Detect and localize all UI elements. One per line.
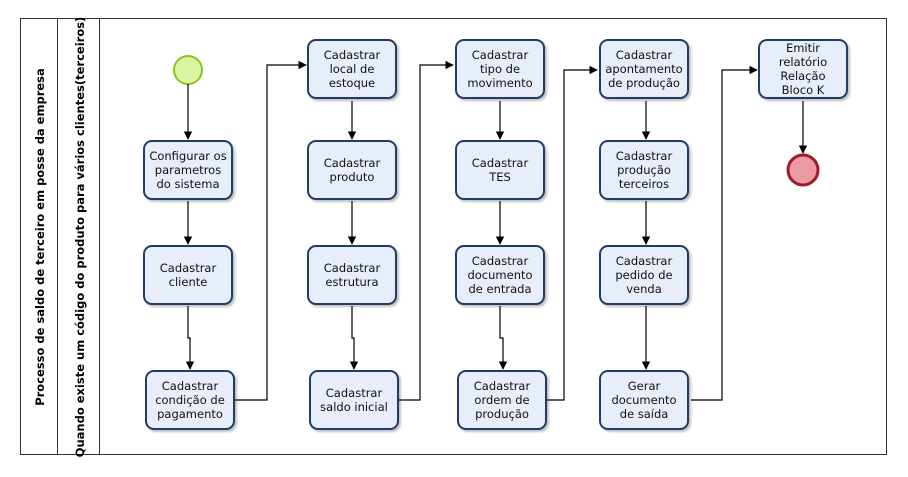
task-label: Emitir relatório Relação Bloco K: [778, 41, 828, 97]
task-label: Cadastrar local de estoque: [323, 48, 381, 90]
task-cadastrar-condicao-pagamento[interactable]: Cadastrar condição de pagamento: [145, 370, 235, 430]
flow-t6-t7: [349, 306, 359, 370]
flow-t15-t16: [691, 65, 758, 401]
task-label: Cadastrar tipo de movimento: [467, 48, 533, 90]
task-label: Cadastrar cliente: [159, 261, 217, 289]
task-cadastrar-saldo-inicial[interactable]: Cadastrar saldo inicial: [309, 370, 399, 430]
lane-header: [58, 18, 100, 455]
pool-header: [20, 18, 58, 455]
flow-t7-t8: [399, 60, 454, 401]
task-label: Cadastrar saldo inicial: [320, 386, 388, 414]
task-cadastrar-tipo-movimento[interactable]: Cadastrar tipo de movimento: [455, 39, 545, 99]
task-cadastrar-ordem-producao[interactable]: Cadastrar ordem de produção: [457, 370, 547, 430]
task-label: Cadastrar apontamento de produção: [605, 48, 683, 90]
flow-t3-t4: [235, 60, 307, 401]
task-label: Cadastrar condição de pagamento: [155, 379, 225, 421]
task-gerar-documento-saida[interactable]: Gerar documento de saída: [599, 370, 689, 430]
end-event: [786, 153, 820, 187]
task-cadastrar-producao-terceiros[interactable]: Cadastrar produção terceiros: [599, 140, 689, 200]
task-cadastrar-apontamento-producao[interactable]: Cadastrar apontamento de produção: [599, 39, 689, 99]
start-event: [173, 55, 203, 85]
task-cadastrar-produto[interactable]: Cadastrar produto: [307, 140, 397, 200]
task-cadastrar-cliente[interactable]: Cadastrar cliente: [143, 245, 233, 305]
task-cadastrar-pedido-venda[interactable]: Cadastrar pedido de venda: [599, 245, 689, 305]
task-label: Cadastrar estrutura: [323, 261, 381, 289]
task-cadastrar-local-estoque[interactable]: Cadastrar local de estoque: [307, 39, 397, 99]
task-configurar-parametros[interactable]: Configurar os parametros do sistema: [143, 140, 233, 200]
task-label: Cadastrar pedido de venda: [615, 254, 673, 296]
task-cadastrar-estrutura[interactable]: Cadastrar estrutura: [307, 245, 397, 305]
task-cadastrar-documento-entrada[interactable]: Cadastrar documento de entrada: [455, 245, 545, 305]
task-label: Cadastrar documento de entrada: [467, 254, 533, 296]
flow-t2-t3: [185, 306, 195, 370]
task-cadastrar-tes[interactable]: Cadastrar TES: [455, 140, 545, 200]
task-label: Configurar os parametros do sistema: [149, 149, 227, 191]
task-emitir-relatorio-bloco-k[interactable]: Emitir relatório Relação Bloco K: [758, 39, 848, 99]
task-label: Cadastrar ordem de produção: [473, 379, 531, 421]
task-label: Cadastrar produção terceiros: [615, 149, 673, 191]
flow-t10-t11: [498, 306, 508, 370]
task-label: Cadastrar produto: [323, 156, 381, 184]
task-label: Gerar documento de saída: [611, 379, 677, 421]
task-label: Cadastrar TES: [471, 156, 529, 184]
flow-t11-t12: [547, 65, 598, 401]
pool: [20, 18, 887, 455]
